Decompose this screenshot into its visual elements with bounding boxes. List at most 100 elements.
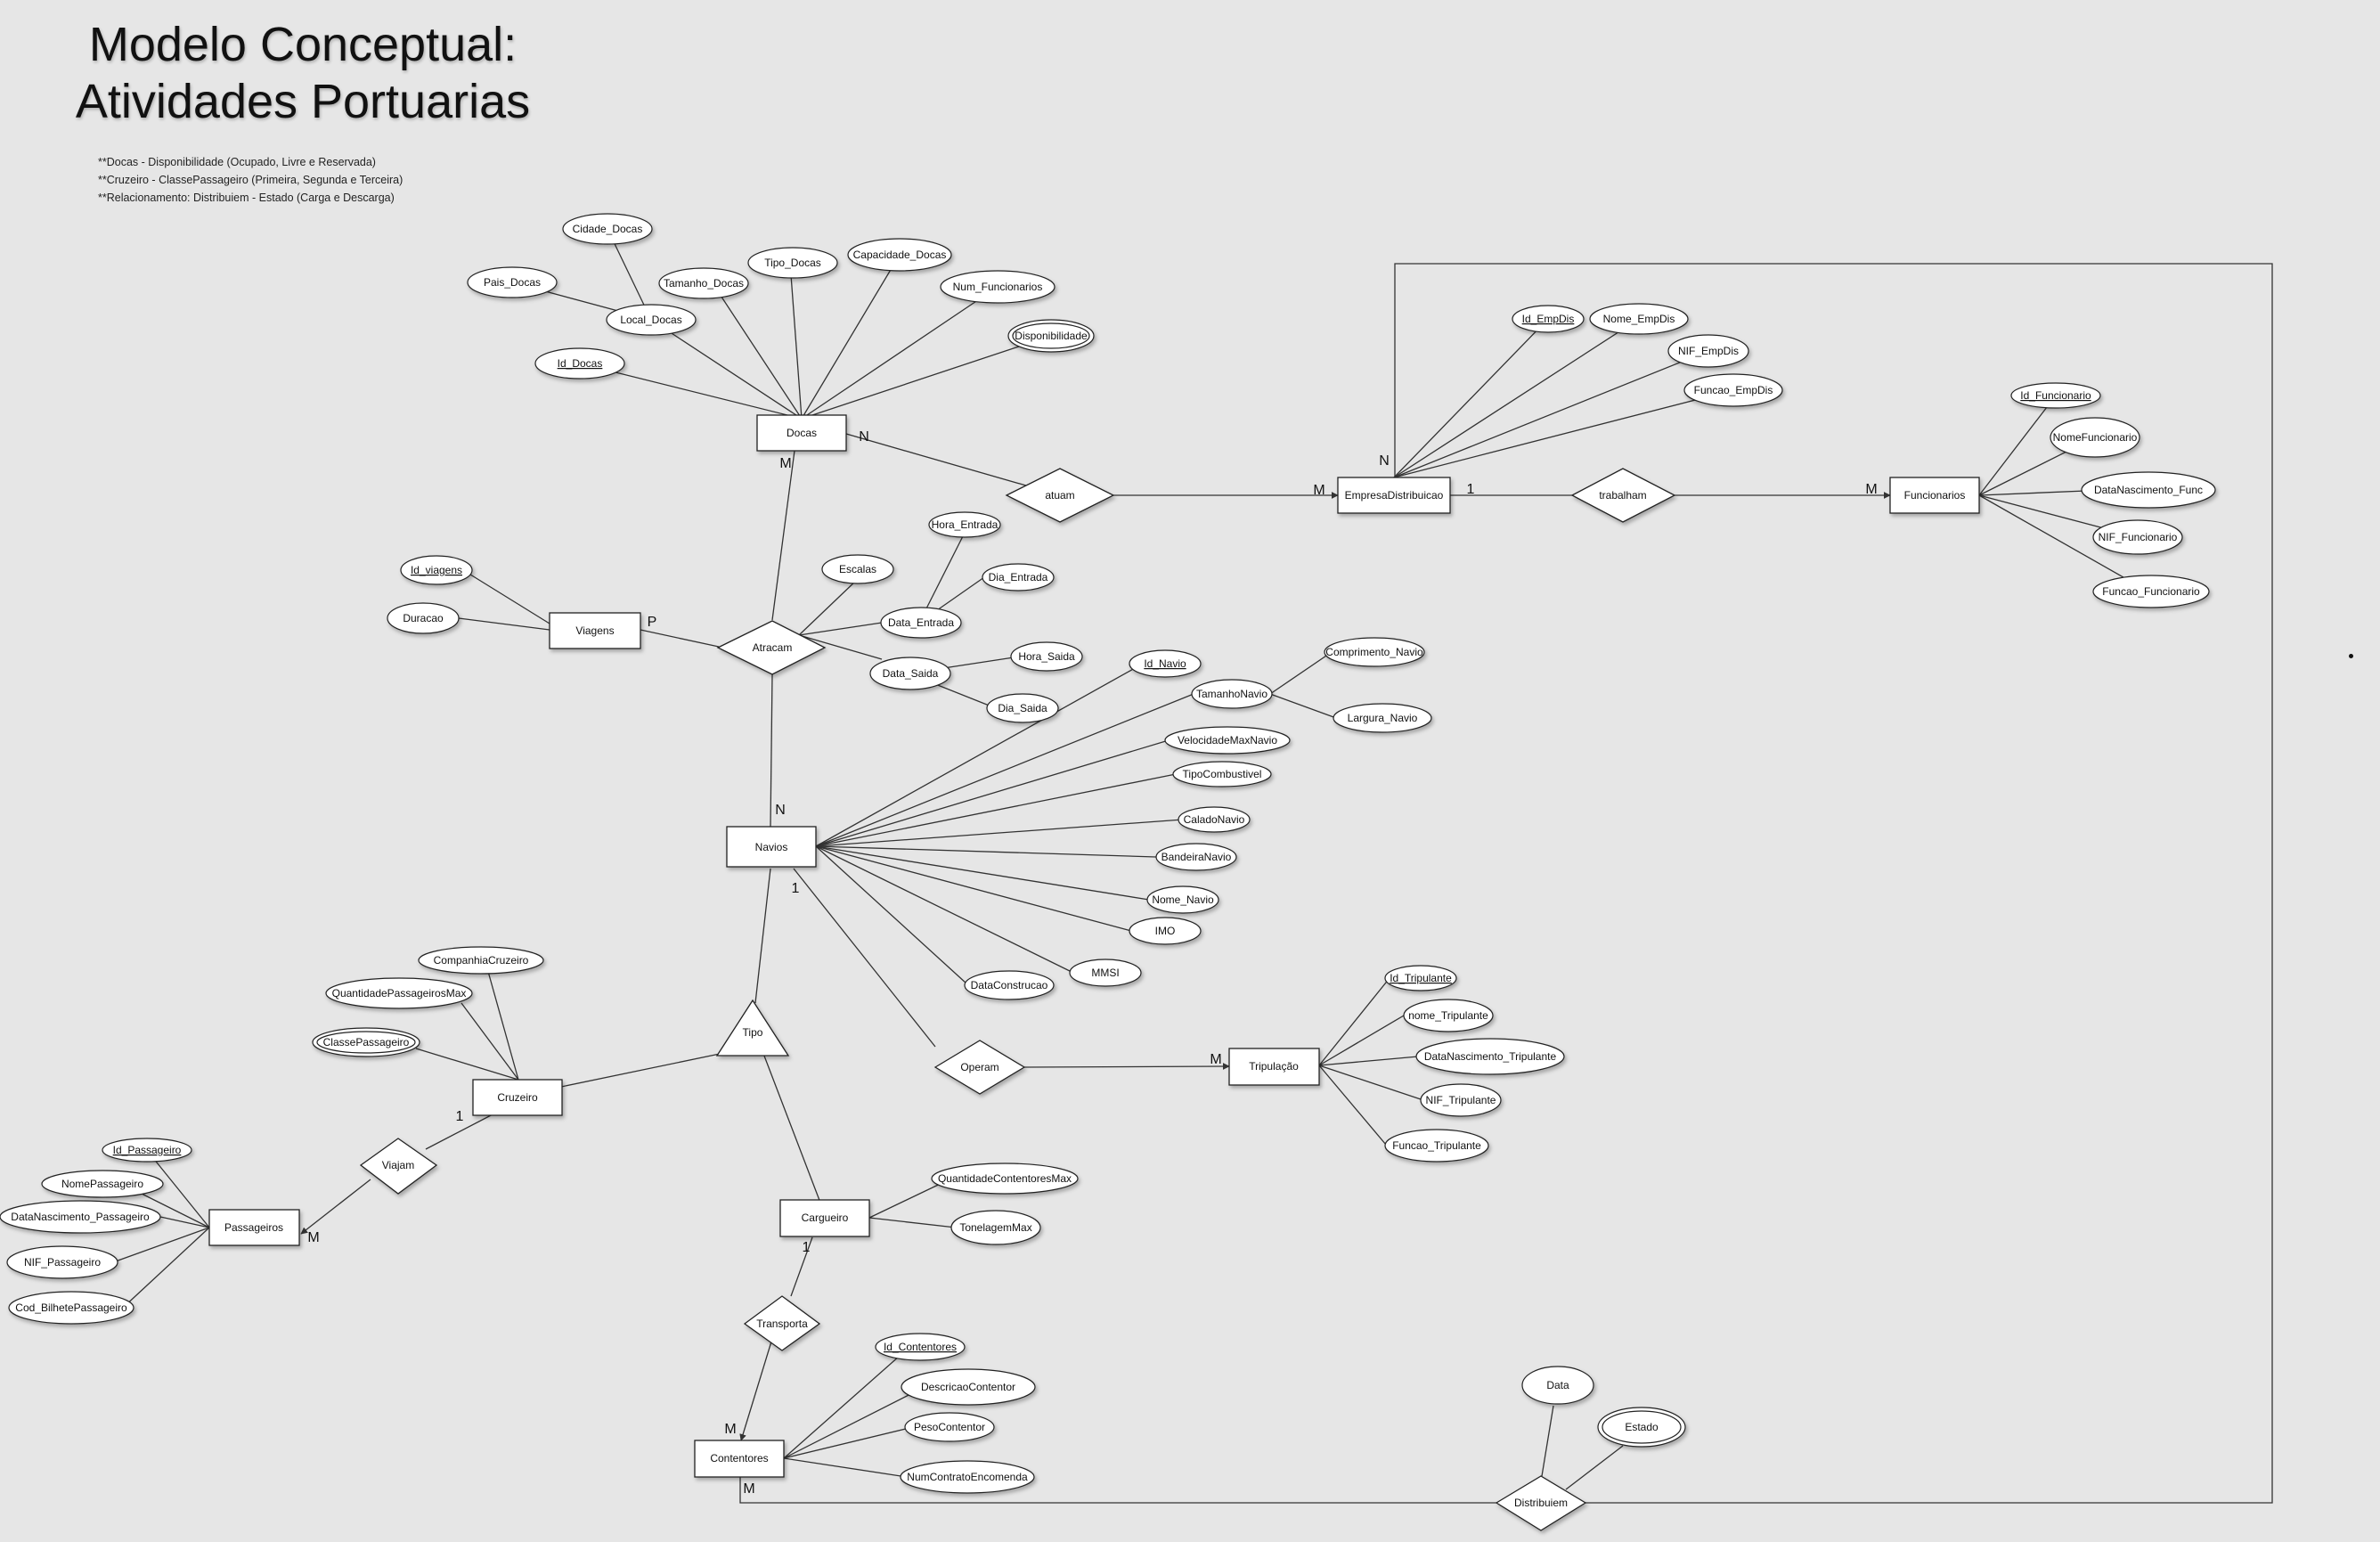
attribute-imo[interactable]: IMO xyxy=(1129,917,1202,945)
cardinality-navios-operam: 1 xyxy=(792,881,800,896)
entity-contentores-label: Contentores xyxy=(710,1452,768,1464)
attribute-local-docas[interactable]: Local_Docas xyxy=(606,304,697,336)
attribute-bandeira-navio-label: BandeiraNavio xyxy=(1161,851,1232,863)
entity-navios[interactable]: Navios xyxy=(726,826,817,868)
attribute-nome-passageiro[interactable]: NomePassageiro xyxy=(41,1170,164,1198)
attribute-mmsi[interactable]: MMSI xyxy=(1069,959,1142,987)
relationship-transporta[interactable]: Transporta xyxy=(743,1295,821,1351)
attribute-nif-empdis[interactable]: NIF_EmpDis xyxy=(1667,334,1749,368)
attribute-escalas[interactable]: Escalas xyxy=(821,554,894,584)
attribute-num-funcionarios[interactable]: Num_Funcionarios xyxy=(940,270,1056,304)
entity-docas[interactable]: Docas xyxy=(756,414,847,452)
attribute-capacidade-docas-label: Capacidade_Docas xyxy=(853,249,947,261)
attribute-hora-saida[interactable]: Hora_Saida xyxy=(1010,641,1083,672)
attribute-calado-navio[interactable]: CaladoNavio xyxy=(1178,806,1251,833)
attribute-nome-funcionario[interactable]: NomeFuncionario xyxy=(2050,417,2140,458)
attribute-datanasc-passageiro[interactable]: DataNascimento_Passageiro xyxy=(0,1200,161,1234)
attribute-nif-funcionario-label: NIF_Funcionario xyxy=(2099,531,2178,543)
attribute-classe-passageiro[interactable]: ClassePassageiro xyxy=(312,1027,420,1057)
attribute-cod-bilhete-passageiro-label: Cod_BilhetePassageiro xyxy=(15,1301,127,1314)
attribute-tipo-combustivel[interactable]: TipoCombustivel xyxy=(1172,761,1272,787)
attribute-data-entrada[interactable]: Data_Entrada xyxy=(880,607,962,639)
attribute-cidade-docas[interactable]: Cidade_Docas xyxy=(562,213,653,245)
attribute-num-contrato-encomenda[interactable]: NumContratoEncomenda xyxy=(900,1460,1035,1494)
attribute-tamanho-docas[interactable]: Tamanho_Docas xyxy=(658,267,749,299)
entity-funcionarios[interactable]: Funcionarios xyxy=(1889,477,1980,514)
relationship-distribuiem[interactable]: Distribuiem xyxy=(1495,1475,1587,1531)
attribute-datanasc-func[interactable]: DataNascimento_Func xyxy=(2081,471,2216,509)
relationship-atracam[interactable]: Atracam xyxy=(716,620,827,675)
entity-empresa-distribuicao[interactable]: EmpresaDistribuicao xyxy=(1337,477,1451,514)
attribute-classe-passageiro-label: ClassePassageiro xyxy=(323,1036,410,1048)
attribute-funcao-funcionario[interactable]: Funcao_Funcionario xyxy=(2092,575,2210,608)
attribute-comprimento-navio-label: Comprimento_Navio xyxy=(1325,646,1423,658)
attribute-nome-empdis[interactable]: Nome_EmpDis xyxy=(1589,303,1689,335)
relationship-atracam-label: Atracam xyxy=(753,641,793,654)
attribute-data[interactable]: Data xyxy=(1521,1366,1594,1405)
attribute-tipo-docas[interactable]: Tipo_Docas xyxy=(747,247,838,279)
attribute-tamanho-navio[interactable]: TamanhoNavio xyxy=(1191,679,1273,709)
attribute-qtd-passageiros-max[interactable]: QuantidadePassageirosMax xyxy=(325,977,473,1009)
attribute-nif-passageiro[interactable]: NIF_Passageiro xyxy=(6,1245,118,1279)
relationship-atuam[interactable]: atuam xyxy=(1005,468,1115,523)
attribute-id-navio[interactable]: Id_Navio xyxy=(1129,649,1202,678)
attribute-velocidade-max-navio[interactable]: VelocidadeMaxNavio xyxy=(1164,726,1291,755)
attribute-datanasc-tripulante[interactable]: DataNascimento_Tripulante xyxy=(1415,1038,1565,1075)
attribute-hora-entrada[interactable]: Hora_Entrada xyxy=(928,511,1001,538)
attribute-funcao-empdis[interactable]: Funcao_EmpDis xyxy=(1683,373,1783,407)
attribute-data-construcao[interactable]: DataConstrucao xyxy=(964,970,1055,1000)
attribute-id-passageiro[interactable]: Id_Passageiro xyxy=(102,1138,192,1163)
attribute-id-navio-label: Id_Navio xyxy=(1144,657,1186,670)
entity-viagens-label: Viagens xyxy=(575,624,614,637)
entity-contentores[interactable]: Contentores xyxy=(694,1440,785,1478)
relationship-trabalham[interactable]: trabalham xyxy=(1570,468,1676,523)
specialization-tipo[interactable]: Tipo xyxy=(715,999,790,1057)
attribute-dia-entrada[interactable]: Dia_Entrada xyxy=(982,563,1055,592)
entity-cargueiro[interactable]: Cargueiro xyxy=(779,1199,870,1237)
attribute-id-viagens[interactable]: Id_viagens xyxy=(400,555,473,585)
attribute-disponibilidade[interactable]: Disponibilidade xyxy=(1007,319,1095,353)
attribute-tonelagem-max-label: TonelagemMax xyxy=(959,1221,1031,1234)
attribute-descricao-contentor[interactable]: DescricaoContentor xyxy=(901,1368,1036,1406)
attribute-local-docas-label: Local_Docas xyxy=(620,314,681,326)
relationship-operam[interactable]: Operam xyxy=(933,1040,1026,1095)
entity-tripulacao[interactable]: Tripulação xyxy=(1228,1048,1320,1086)
attribute-nif-funcionario[interactable]: NIF_Funcionario xyxy=(2092,519,2183,555)
attribute-id-tripulante[interactable]: Id_Tripulante xyxy=(1384,965,1457,991)
attribute-id-funcionario[interactable]: Id_Funcionario xyxy=(2010,382,2101,409)
attribute-pais-docas[interactable]: Pais_Docas xyxy=(467,266,558,298)
attribute-largura-navio[interactable]: Largura_Navio xyxy=(1333,703,1432,733)
attribute-cod-bilhete-passageiro[interactable]: Cod_BilhetePassageiro xyxy=(8,1291,134,1325)
attribute-id-contentores-label: Id_Contentores xyxy=(884,1341,957,1353)
entity-empresa-distribuicao-label: EmpresaDistribuicao xyxy=(1345,489,1444,502)
entity-cruzeiro[interactable]: Cruzeiro xyxy=(472,1079,563,1116)
attribute-cidade-docas-label: Cidade_Docas xyxy=(573,223,643,235)
attribute-id-tripulante-label: Id_Tripulante xyxy=(1390,972,1452,984)
attribute-nome-tripulante[interactable]: nome_Tripulante xyxy=(1403,999,1494,1032)
attribute-companhia-cruzeiro[interactable]: CompanhiaCruzeiro xyxy=(418,946,544,975)
attribute-duracao[interactable]: Duracao xyxy=(387,602,460,634)
attribute-nif-tripulante[interactable]: NIF_Tripulante xyxy=(1420,1083,1502,1117)
attribute-id-docas[interactable]: Id_Docas xyxy=(534,347,625,379)
relationship-viajam[interactable]: Viajam xyxy=(359,1138,438,1195)
attribute-estado[interactable]: Estado xyxy=(1597,1407,1686,1448)
attribute-comprimento-navio[interactable]: Comprimento_Navio xyxy=(1324,637,1425,667)
attribute-id-empdis[interactable]: Id_EmpDis xyxy=(1512,305,1585,333)
attribute-dia-saida[interactable]: Dia_Saida xyxy=(986,693,1059,723)
attribute-tipo-docas-label: Tipo_Docas xyxy=(764,257,821,269)
attribute-tamanho-navio-label: TamanhoNavio xyxy=(1196,688,1267,700)
attribute-nome-navio[interactable]: Nome_Navio xyxy=(1146,885,1219,914)
attribute-peso-contentor[interactable]: PesoContentor xyxy=(904,1412,995,1442)
attribute-nome-funcionario-label: NomeFuncionario xyxy=(2053,431,2138,444)
attribute-data-saida[interactable]: Data_Saida xyxy=(869,657,951,690)
relationship-trabalham-label: trabalham xyxy=(1599,489,1646,502)
attribute-bandeira-navio[interactable]: BandeiraNavio xyxy=(1155,843,1237,871)
entity-viagens[interactable]: Viagens xyxy=(549,612,641,649)
attribute-capacidade-docas[interactable]: Capacidade_Docas xyxy=(847,238,952,272)
attribute-qtd-contentores-max[interactable]: QuantidadeContentoresMax xyxy=(931,1163,1079,1195)
attribute-tonelagem-max[interactable]: TonelagemMax xyxy=(950,1210,1041,1245)
attribute-funcao-tripulante[interactable]: Funcao_Tripulante xyxy=(1384,1129,1489,1163)
attribute-id-contentores[interactable]: Id_Contentores xyxy=(875,1333,966,1361)
entity-passageiros[interactable]: Passageiros xyxy=(208,1209,300,1246)
